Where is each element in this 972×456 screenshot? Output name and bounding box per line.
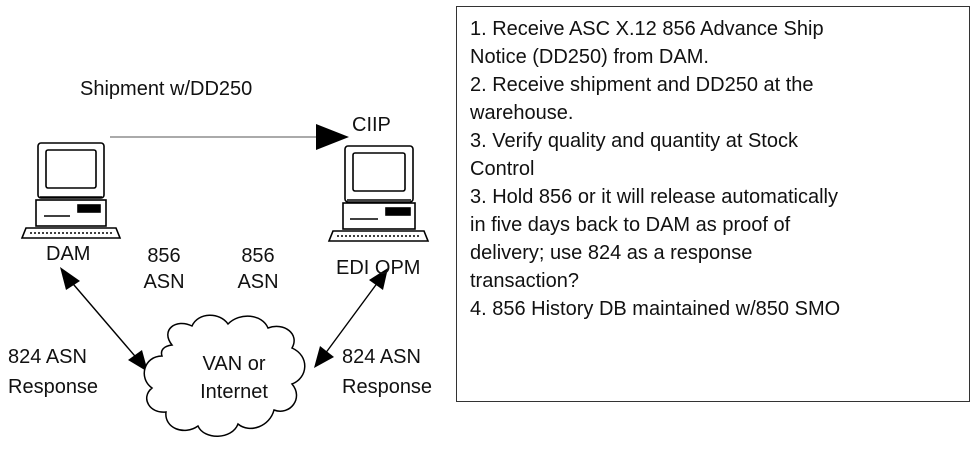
cloud-label-line1: VAN or bbox=[202, 353, 266, 375]
notes-line: transaction? bbox=[470, 270, 579, 292]
dam-van-arrow bbox=[60, 267, 148, 372]
notes-line: 1. Receive ASC X.12 856 Advance Ship bbox=[470, 18, 824, 40]
notes-line: 3. Verify quality and quantity at Stock bbox=[470, 130, 798, 152]
notes-line: 3. Hold 856 or it will release automatic… bbox=[470, 186, 838, 208]
left-asn-label: ASN bbox=[143, 271, 185, 293]
notes-line: Control bbox=[470, 158, 535, 180]
van-internet-cloud bbox=[143, 314, 306, 437]
edi-opm-label: EDI OPM bbox=[336, 257, 421, 279]
notes-line: in five days back to DAM as proof of bbox=[470, 214, 791, 236]
notes-line: warehouse. bbox=[470, 102, 574, 124]
process-notes-box: 1. Receive ASC X.12 856 Advance Ship Not… bbox=[456, 6, 970, 402]
right-asn-label: ASN bbox=[237, 271, 279, 293]
notes-line: 4. 856 History DB maintained w/850 SMO bbox=[470, 298, 841, 320]
shipment-arrow bbox=[110, 124, 349, 150]
notes-line: 2. Receive shipment and DD250 at the bbox=[470, 74, 814, 96]
edi-opm-computer-icon bbox=[327, 145, 430, 242]
ciip-label: CIIP bbox=[352, 114, 391, 136]
right-response-label-line1: 824 ASN bbox=[342, 346, 421, 368]
notes-line: Notice (DD250) from DAM. bbox=[470, 46, 709, 68]
left-response-label-line2: Response bbox=[8, 376, 99, 398]
cloud-label-line2: Internet bbox=[200, 381, 268, 403]
edi-van-arrow bbox=[314, 268, 388, 368]
dam-label: DAM bbox=[46, 243, 91, 265]
left-response-label-line1: 824 ASN bbox=[8, 346, 87, 368]
notes-line: delivery; use 824 as a response bbox=[470, 242, 753, 264]
shipment-label: Shipment w/DD250 bbox=[80, 78, 253, 100]
right-856-label: 856 bbox=[241, 245, 275, 267]
dam-computer-icon bbox=[20, 142, 122, 239]
right-response-label-line2: Response bbox=[342, 376, 433, 398]
left-856-label: 856 bbox=[147, 245, 181, 267]
